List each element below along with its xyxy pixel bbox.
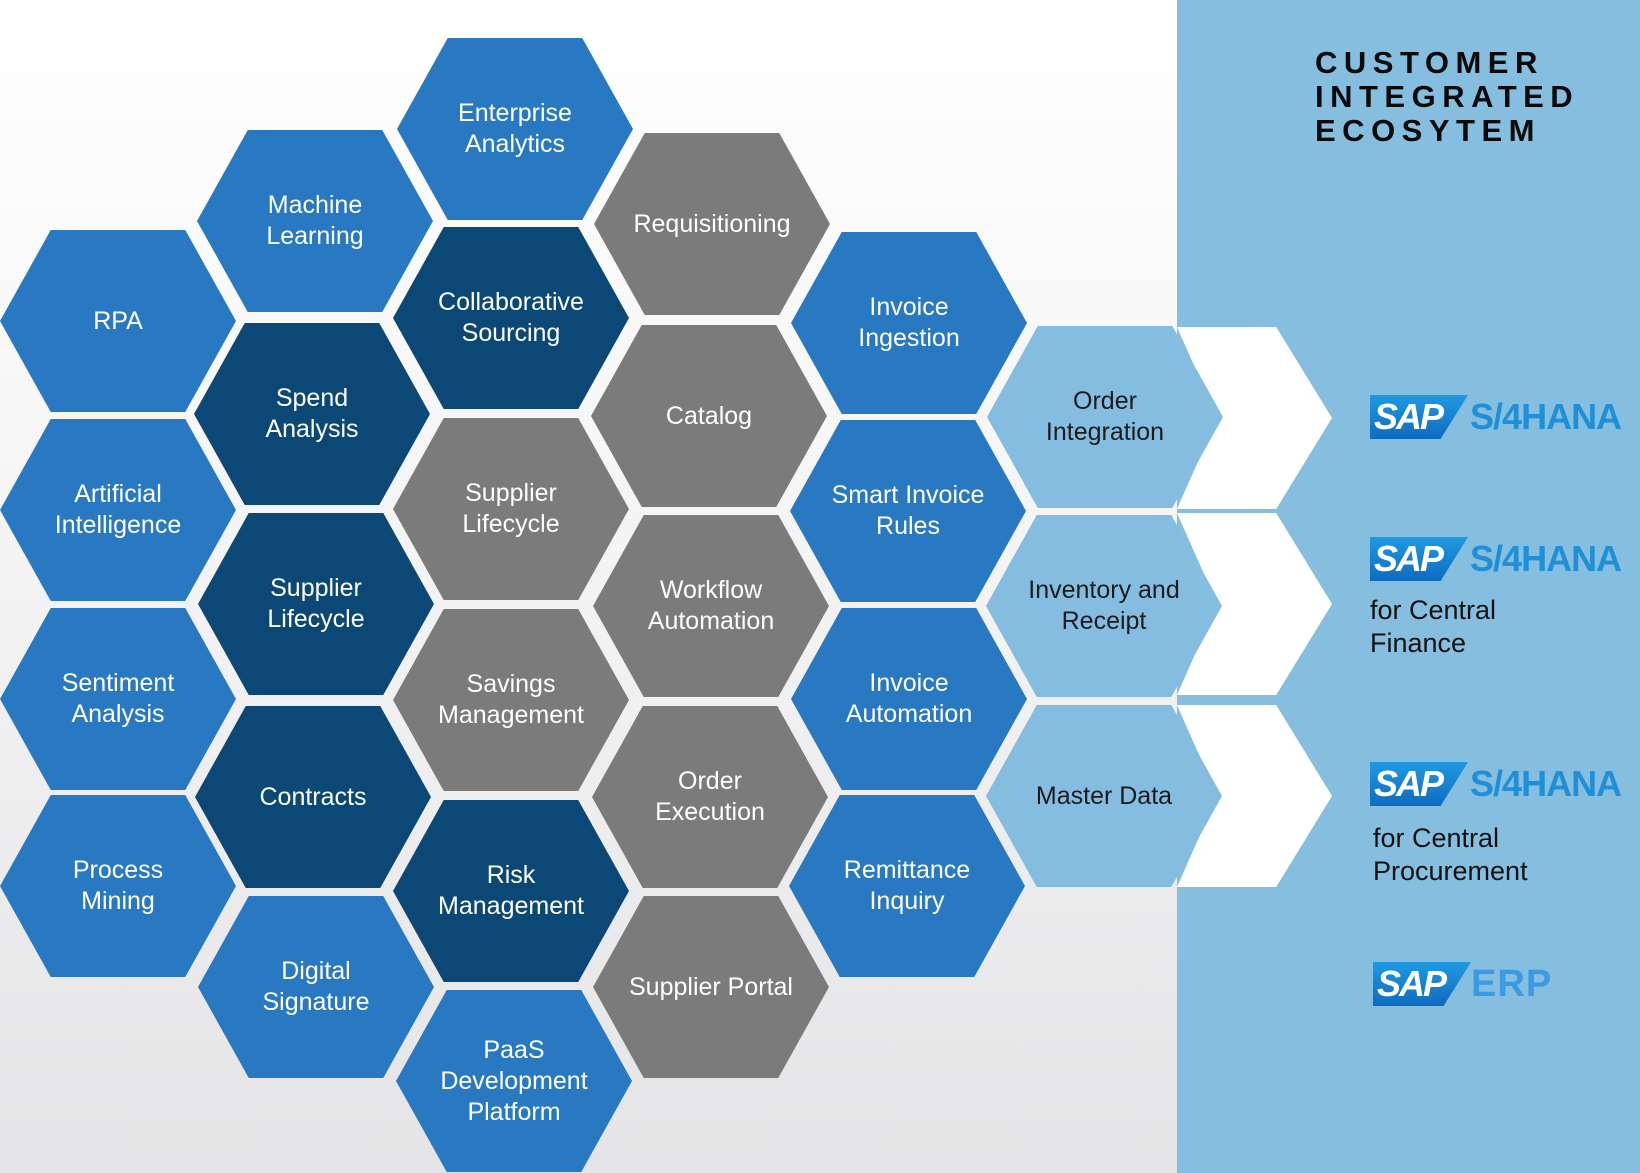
- hex-inventory-and-receipt: Inventory and Receipt: [986, 515, 1222, 697]
- ecosystem-title: CUSTOMER INTEGRATED ECOSYTEM: [1315, 45, 1580, 148]
- sap-brand-mark: SAP: [1373, 962, 1472, 1006]
- sap-product-name: S/4HANA: [1470, 763, 1622, 804]
- sap-s4hana-central-procurement-logo: SAP S/4HANA: [1370, 762, 1622, 806]
- hex-machine-learning: Machine Learning: [197, 130, 433, 312]
- hex-digital-signature: Digital Signature: [198, 896, 434, 1078]
- hex-master-data: Master Data: [986, 705, 1222, 887]
- hex-supplier-portal: Supplier Portal: [593, 896, 829, 1078]
- hex-order-integration: Order Integration: [987, 326, 1223, 508]
- hex-sentiment-analysis: Sentiment Analysis: [0, 608, 236, 790]
- sap-brand-mark: SAP: [1370, 537, 1469, 581]
- hex-contracts: Contracts: [195, 706, 431, 888]
- sap-product-name: ERP: [1471, 963, 1553, 1005]
- hex-supplier-lifecycle-gray: Supplier Lifecycle: [393, 418, 629, 600]
- hex-requisitioning: Requisitioning: [594, 133, 830, 315]
- hex-process-mining: Process Mining: [0, 795, 236, 977]
- hex-order-execution: Order Execution: [592, 706, 828, 888]
- sap-brand-mark: SAP: [1370, 395, 1469, 439]
- hex-enterprise-analytics: Enterprise Analytics: [397, 38, 633, 220]
- sap-erp-logo: SAP ERP: [1373, 962, 1552, 1006]
- sap-system-caption-central-finance: for Central Finance: [1370, 595, 1497, 658]
- sap-product-name: S/4HANA: [1470, 396, 1622, 437]
- hex-remittance-inquiry: Remittance Inquiry: [789, 795, 1025, 977]
- hex-smart-invoice-rules: Smart Invoice Rules: [790, 420, 1026, 602]
- hex-savings-management: Savings Management: [393, 609, 629, 791]
- hex-catalog: Catalog: [591, 325, 827, 507]
- hex-rpa: RPA: [0, 230, 236, 412]
- hex-risk-management: Risk Management: [393, 800, 629, 982]
- hex-spend-analysis: Spend Analysis: [194, 323, 430, 505]
- sap-product-name: S/4HANA: [1470, 538, 1622, 579]
- hex-paas-development-platform: PaaS Development Platform: [396, 990, 632, 1172]
- sap-s4hana-logo: SAP S/4HANA: [1370, 395, 1622, 439]
- hex-invoice-ingestion: Invoice Ingestion: [791, 232, 1027, 414]
- hex-workflow-automation: Workflow Automation: [593, 515, 829, 697]
- sap-s4hana-central-finance-logo: SAP S/4HANA: [1370, 537, 1622, 581]
- sap-brand-mark: SAP: [1370, 762, 1469, 806]
- hex-collaborative-sourcing: Collaborative Sourcing: [393, 227, 629, 409]
- hex-supplier-lifecycle-navy: Supplier Lifecycle: [198, 513, 434, 695]
- hex-invoice-automation: Invoice Automation: [791, 608, 1027, 790]
- sap-system-caption-central-procurement: for Central Procurement: [1373, 823, 1528, 886]
- hex-artificial-intelligence: Artificial Intelligence: [0, 419, 236, 601]
